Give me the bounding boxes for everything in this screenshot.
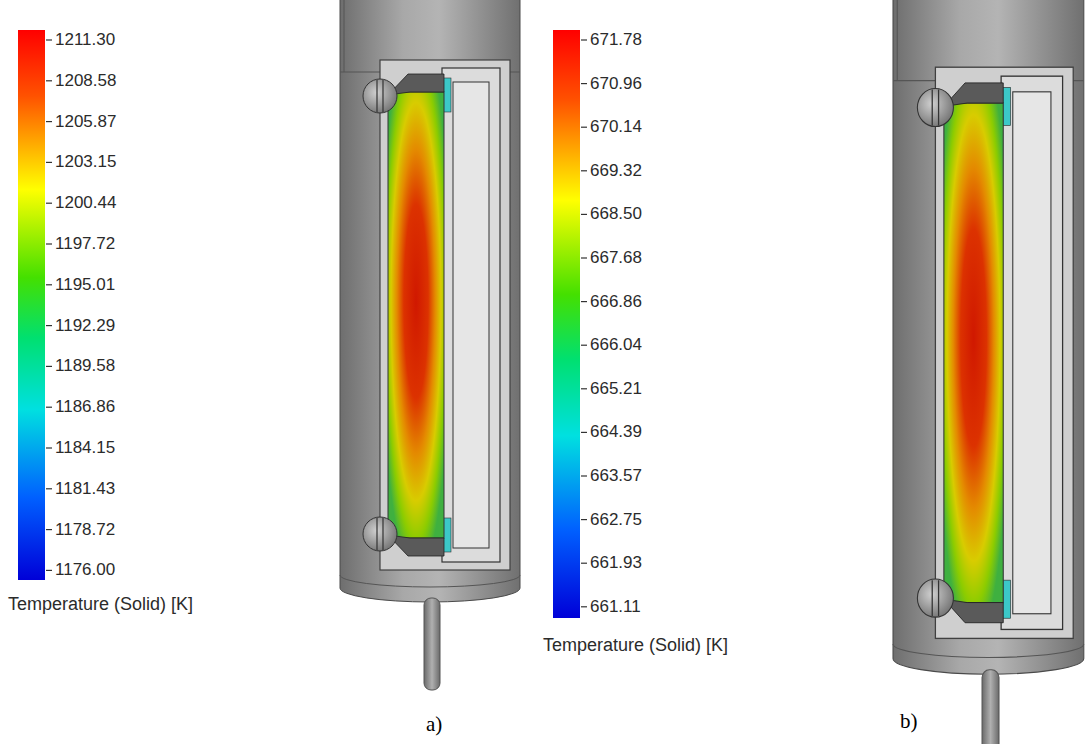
tick-mark: [46, 121, 52, 122]
scale-value-box: 666.86: [590, 292, 642, 312]
tick-mark: [46, 529, 52, 530]
tick-mark: [46, 366, 52, 367]
tick-mark: [46, 407, 52, 408]
scale-value: 1184.15: [55, 438, 115, 457]
tick-mark: [581, 301, 587, 302]
scale-value-box: 669.32: [590, 161, 642, 181]
scale-value-box: 1178.72: [55, 520, 115, 540]
figure-label-box: b): [900, 709, 918, 734]
scale-value: 670.96: [590, 74, 642, 93]
scale-value-box: 661.11: [590, 597, 641, 617]
scale-value-box: 1197.72: [55, 234, 115, 254]
tick-mark: [581, 519, 587, 520]
tick-mark: [46, 162, 52, 163]
scale-value: 1211.30: [55, 30, 115, 49]
scale-value-box: 666.04: [590, 335, 642, 355]
tick-mark: [581, 83, 587, 84]
tick-mark: [46, 39, 52, 40]
scale-value-box: 1192.29: [55, 316, 115, 336]
tick-mark: [581, 563, 587, 564]
scale-value-box: 670.14: [590, 117, 642, 137]
scale-value: 1186.86: [55, 397, 115, 416]
tick-mark: [46, 203, 52, 204]
scale-value: 1203.15: [55, 152, 116, 171]
scale-value: 661.93: [590, 553, 642, 572]
scale-title: Temperature (Solid) [K]: [543, 635, 728, 655]
scale-value: 1197.72: [55, 234, 115, 253]
scale-value: 1189.58: [55, 356, 115, 375]
color-bar: [553, 30, 580, 618]
tick-mark: [581, 257, 587, 258]
scale-value: 670.14: [590, 117, 642, 136]
tick-mark: [581, 170, 587, 171]
scale-value: 664.39: [590, 422, 642, 441]
tick-mark: [46, 243, 52, 244]
scale-value-box: 1184.15: [55, 438, 115, 458]
scale-value: 1178.72: [55, 520, 115, 539]
scale-value-box: 661.93: [590, 553, 642, 573]
tick-mark: [581, 475, 587, 476]
tick-mark: [581, 39, 587, 40]
tick-mark: [46, 447, 52, 448]
tick-mark: [581, 606, 587, 607]
scale-value-box: 670.96: [590, 74, 642, 94]
color-bar: [18, 30, 45, 580]
scale-value-box: 665.21: [590, 379, 642, 399]
scale-value: 663.57: [590, 466, 642, 485]
tick-mark: [46, 325, 52, 326]
scale-value-box: 1186.86: [55, 397, 115, 417]
scale-value-box: 1203.15: [55, 152, 116, 172]
scale-value: 1176.00: [55, 560, 115, 579]
scale-title: Temperature (Solid) [K]: [8, 594, 193, 614]
scale-value: 1181.43: [55, 479, 115, 498]
tick-mark: [581, 214, 587, 215]
scale-value-box: 1189.58: [55, 356, 115, 376]
scale-value: 1195.01: [55, 275, 115, 294]
tick-mark: [581, 345, 587, 346]
scale-value-box: 1195.01: [55, 275, 115, 295]
figure-label-box: a): [426, 712, 442, 737]
tick-mark: [46, 80, 52, 81]
scale-title-box: Temperature (Solid) [K]: [543, 635, 728, 656]
tick-group: [46, 40, 587, 607]
scale-value-box: 668.50: [590, 204, 642, 224]
scale-value-box: 1200.44: [55, 193, 116, 213]
scale-value: 665.21: [590, 379, 642, 398]
scale-value-box: 663.57: [590, 466, 642, 486]
scale-value-box: 671.78: [590, 30, 642, 50]
heater-device: [893, 0, 1084, 744]
scale-value: 1208.58: [55, 71, 116, 90]
tick-mark: [581, 432, 587, 433]
scale-value: 669.32: [590, 161, 642, 180]
figure-label: a): [426, 712, 442, 736]
scale-value-box: 1205.87: [55, 112, 116, 132]
scale-title-box: Temperature (Solid) [K]: [8, 594, 193, 615]
scale-value: 1192.29: [55, 316, 115, 335]
scale-value: 671.78: [590, 30, 642, 49]
scale-value-box: 1176.00: [55, 560, 115, 580]
scale-value: 1200.44: [55, 193, 116, 212]
tick-mark: [46, 488, 52, 489]
scale-value: 661.11: [590, 597, 641, 616]
scale-value: 668.50: [590, 204, 642, 223]
scale-value-box: 1211.30: [55, 30, 115, 50]
tick-mark: [46, 284, 52, 285]
scale-value-box: 667.68: [590, 248, 642, 268]
scale-value-box: 664.39: [590, 422, 642, 442]
tick-mark: [581, 388, 587, 389]
scale-value-box: 662.75: [590, 510, 642, 530]
scale-value: 662.75: [590, 510, 642, 529]
scale-value: 666.86: [590, 292, 642, 311]
tick-mark: [581, 127, 587, 128]
tick-mark: [46, 570, 52, 571]
heater-device: [340, 0, 520, 690]
scale-value-box: 1208.58: [55, 71, 116, 91]
scale-value: 667.68: [590, 248, 642, 267]
figure-label: b): [900, 709, 918, 733]
scale-value-box: 1181.43: [55, 479, 115, 499]
scale-value: 1205.87: [55, 112, 116, 131]
scale-value: 666.04: [590, 335, 642, 354]
